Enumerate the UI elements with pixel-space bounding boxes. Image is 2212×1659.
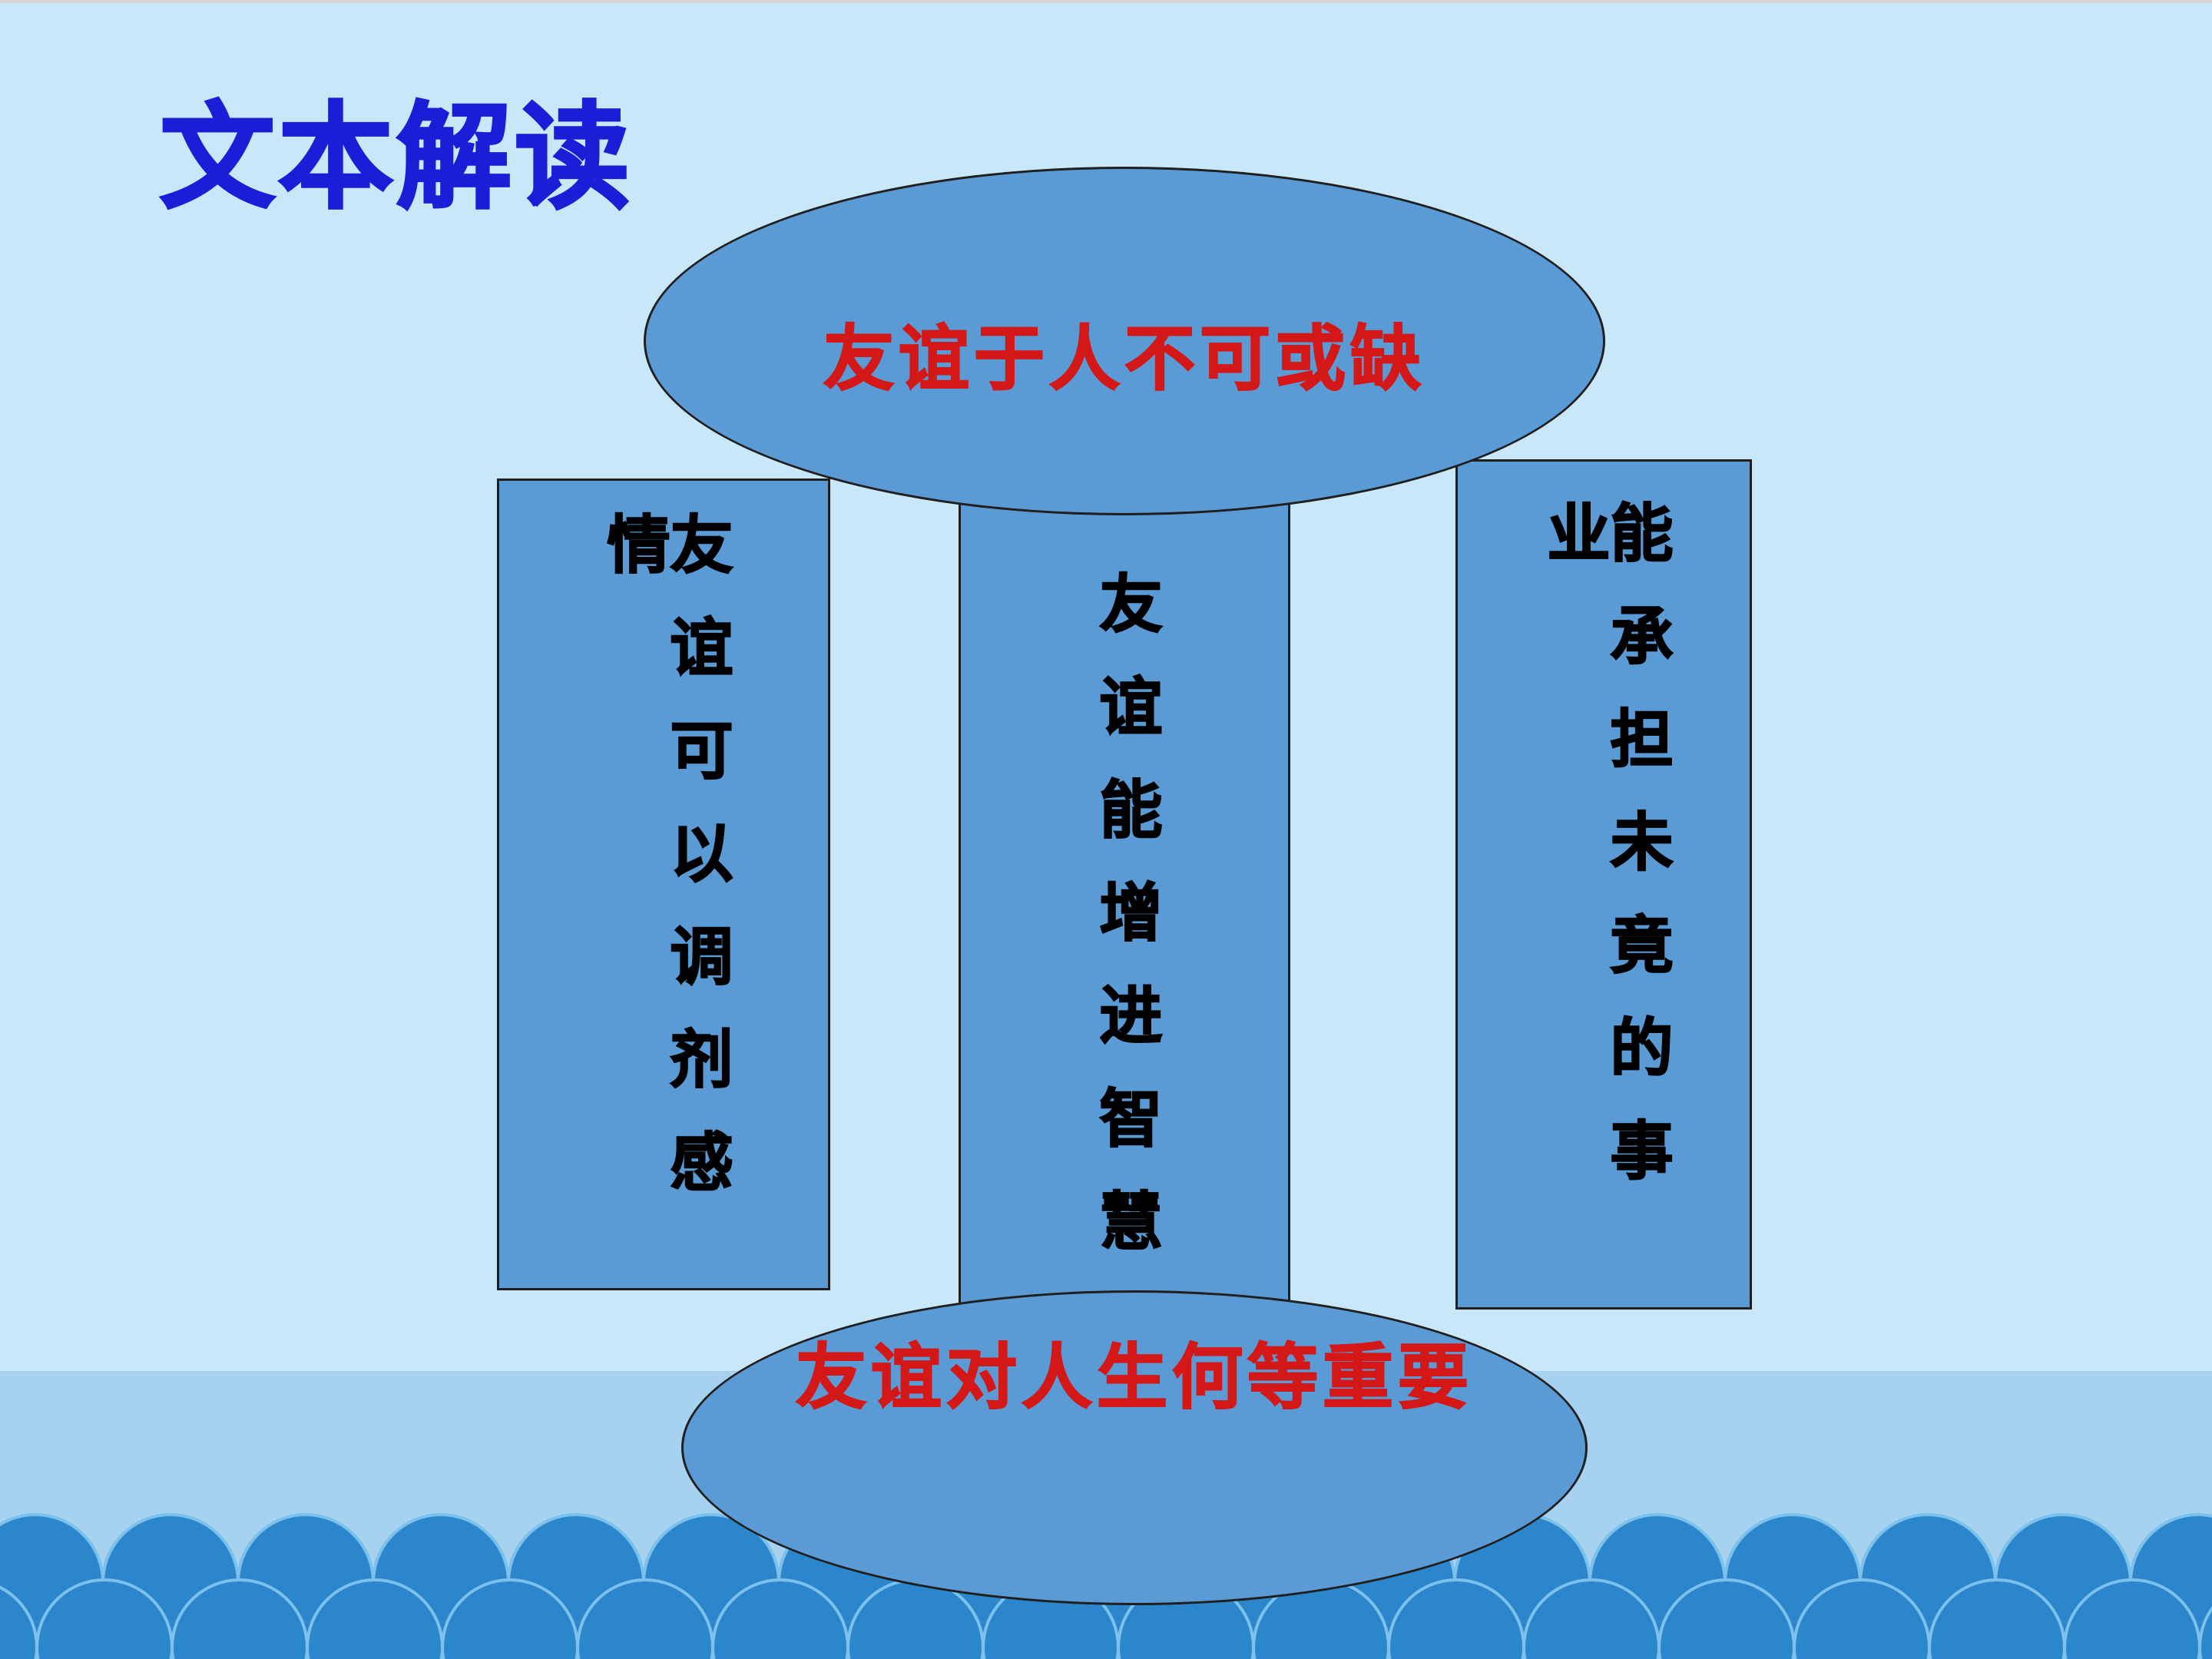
- pillar-left: 友谊可以调剂感情: [497, 478, 830, 1290]
- pillar-right-text: 能承担未竟的事业: [1535, 499, 1673, 1221]
- top-ellipse-text: 友谊于人不可或缺: [823, 317, 1426, 401]
- bottom-ellipse: 友谊对人生何等重要: [681, 1290, 1588, 1605]
- pillar-middle: 友谊能增进智慧: [959, 492, 1290, 1307]
- bottom-ellipse-text: 友谊对人生何等重要: [795, 1336, 1473, 1419]
- top-border: [0, 0, 2212, 3]
- pillar-middle-text: 友谊能增进智慧: [1088, 570, 1162, 1292]
- top-ellipse: 友谊于人不可或缺: [644, 167, 1605, 515]
- slide-title: 文本解读: [158, 90, 634, 225]
- pillar-left-text: 友谊可以调剂感情: [595, 511, 733, 1233]
- wave-circle: [2198, 1606, 2212, 1659]
- pillar-right: 能承担未竟的事业: [1455, 459, 1752, 1310]
